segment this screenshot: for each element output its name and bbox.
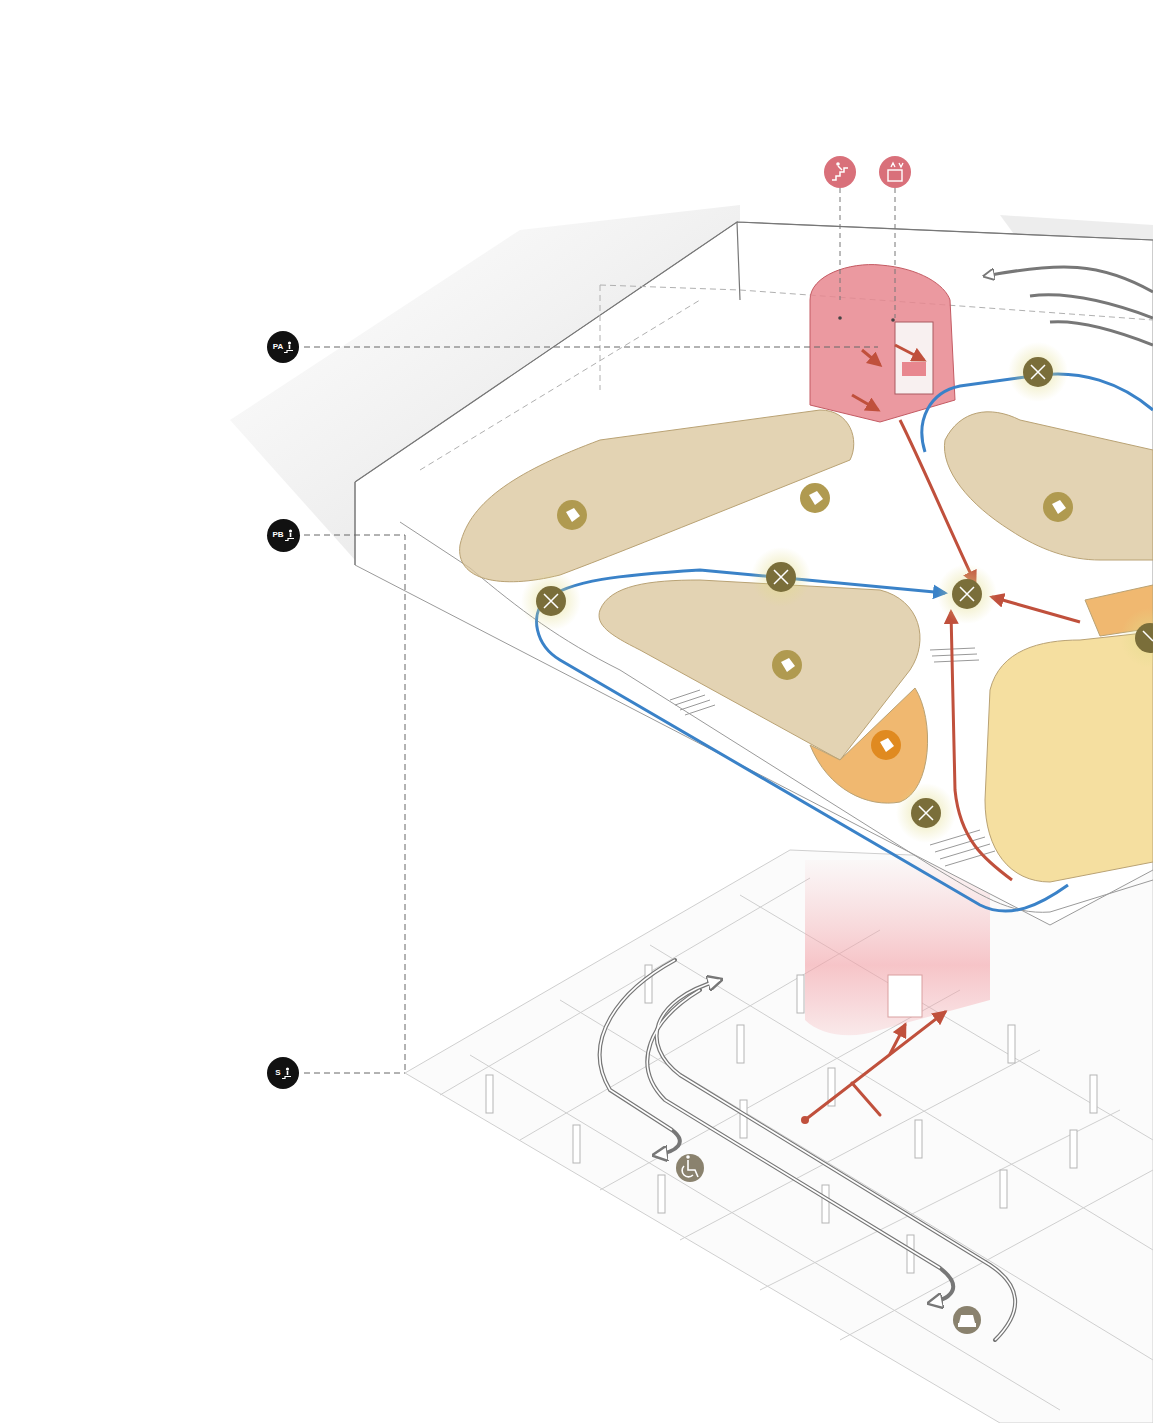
core-tags — [824, 156, 911, 318]
shop-zones — [460, 410, 1153, 882]
level-leaders — [304, 347, 878, 1073]
level-glyph — [282, 1067, 291, 1079]
floor-plate — [355, 222, 1153, 925]
level-glyph — [285, 529, 294, 541]
stairs — [670, 648, 995, 866]
level-code: PB — [272, 531, 283, 539]
vertical-core — [810, 265, 955, 422]
red-routes — [852, 345, 1080, 880]
level-marker: PA — [267, 331, 299, 363]
level-code: PA — [273, 343, 284, 351]
parking-red-route — [801, 1012, 945, 1124]
level-marker: S — [267, 1057, 299, 1089]
shop-tags — [557, 483, 1073, 760]
level-glyph — [284, 341, 293, 353]
level-marker: PB — [267, 519, 300, 552]
gray-vehicle-routes — [985, 267, 1153, 345]
parking-arrows-inner — [600, 960, 1015, 1340]
parking-icons — [676, 1154, 981, 1334]
parking-arrows — [600, 960, 1015, 1340]
level-code: S — [275, 1069, 280, 1077]
gathering-hubs — [521, 342, 1153, 843]
parking-level — [405, 850, 1153, 1423]
blue-routes — [537, 374, 1153, 911]
